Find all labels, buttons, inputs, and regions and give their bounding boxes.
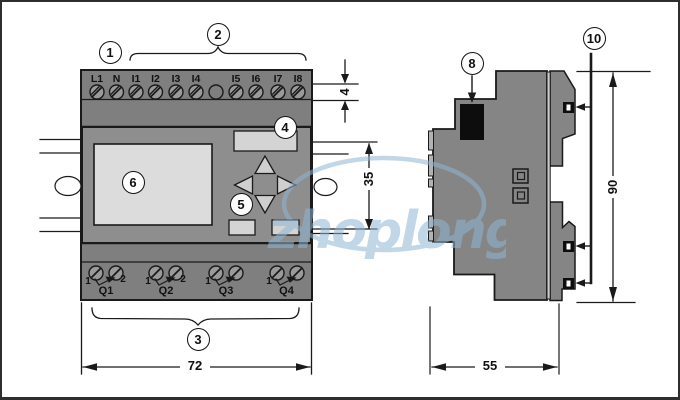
din-clips <box>563 102 574 289</box>
input-terminal-label: I4 <box>191 73 201 85</box>
side-latch-right <box>313 177 338 197</box>
input-terminal-label: I1 <box>131 73 141 85</box>
side-terminal-nubs <box>428 130 434 242</box>
up-arrow-key <box>253 154 277 175</box>
callout-label-slot: 4 <box>273 115 297 139</box>
display-window <box>93 143 213 226</box>
callout-power-terminals: 1 <box>98 40 122 64</box>
output-pin-label: 1 <box>85 276 91 287</box>
callout-output-terminals: 3 <box>186 327 210 351</box>
input-terminal-label: I2 <box>151 73 160 85</box>
callout-input-terminals: 2 <box>206 22 230 46</box>
dim-depth: 55 <box>475 359 505 373</box>
input-terminal-label: I3 <box>171 73 181 85</box>
outputs-brace <box>91 307 300 327</box>
input-terminal-label: I8 <box>293 73 303 85</box>
front-view <box>39 69 378 301</box>
relay-contact-symbols <box>94 276 297 286</box>
input-terminal-label: I5 <box>231 73 241 85</box>
output-pin-label: 1 <box>145 276 151 287</box>
clip-arrows <box>575 103 591 287</box>
callout-expansion-slot: 8 <box>460 51 484 75</box>
connector-leader-arrow <box>467 75 477 103</box>
dim-terminal-row: 4 <box>337 88 352 96</box>
output-pin-label: 1 <box>205 276 211 287</box>
input-terminal-label: L1 <box>90 73 104 85</box>
output-label: Q4 <box>279 285 294 297</box>
output-terminal-screws <box>88 265 305 281</box>
back-plate-upper <box>549 70 576 167</box>
output-label: Q1 <box>98 285 114 297</box>
input-terminal-label: I7 <box>273 73 283 85</box>
down-arrow-key <box>253 194 277 215</box>
output-pin-label: 2 <box>120 274 126 285</box>
dim-din-height: 35 <box>361 168 376 190</box>
callout-cursor-keys: 5 <box>229 192 253 216</box>
side-view <box>428 52 593 302</box>
left-arrow-key <box>233 174 254 196</box>
side-body <box>432 70 548 301</box>
output-pin-label: 2 <box>180 274 186 285</box>
inputs-brace <box>129 45 307 61</box>
output-label: Q2 <box>158 285 174 297</box>
callout-display: 6 <box>121 170 145 194</box>
side-latch-left <box>54 175 82 197</box>
input-terminal-label: I6 <box>251 73 261 85</box>
blank-terminal <box>208 84 224 100</box>
output-pin-label: 1 <box>266 276 272 287</box>
output-label: Q3 <box>218 285 234 297</box>
side-detail-squares <box>512 168 529 204</box>
dim-width: 72 <box>180 359 210 373</box>
input-terminal-label: N <box>112 73 121 85</box>
expansion-connector-black <box>460 104 484 140</box>
input-terminal-screws <box>89 84 306 100</box>
side-connector-lines-left <box>39 138 82 233</box>
dim-height: 90 <box>605 176 620 198</box>
callout-din-rail: 10 <box>582 26 606 50</box>
back-plate-lower <box>549 201 576 302</box>
body-seam <box>546 71 551 300</box>
